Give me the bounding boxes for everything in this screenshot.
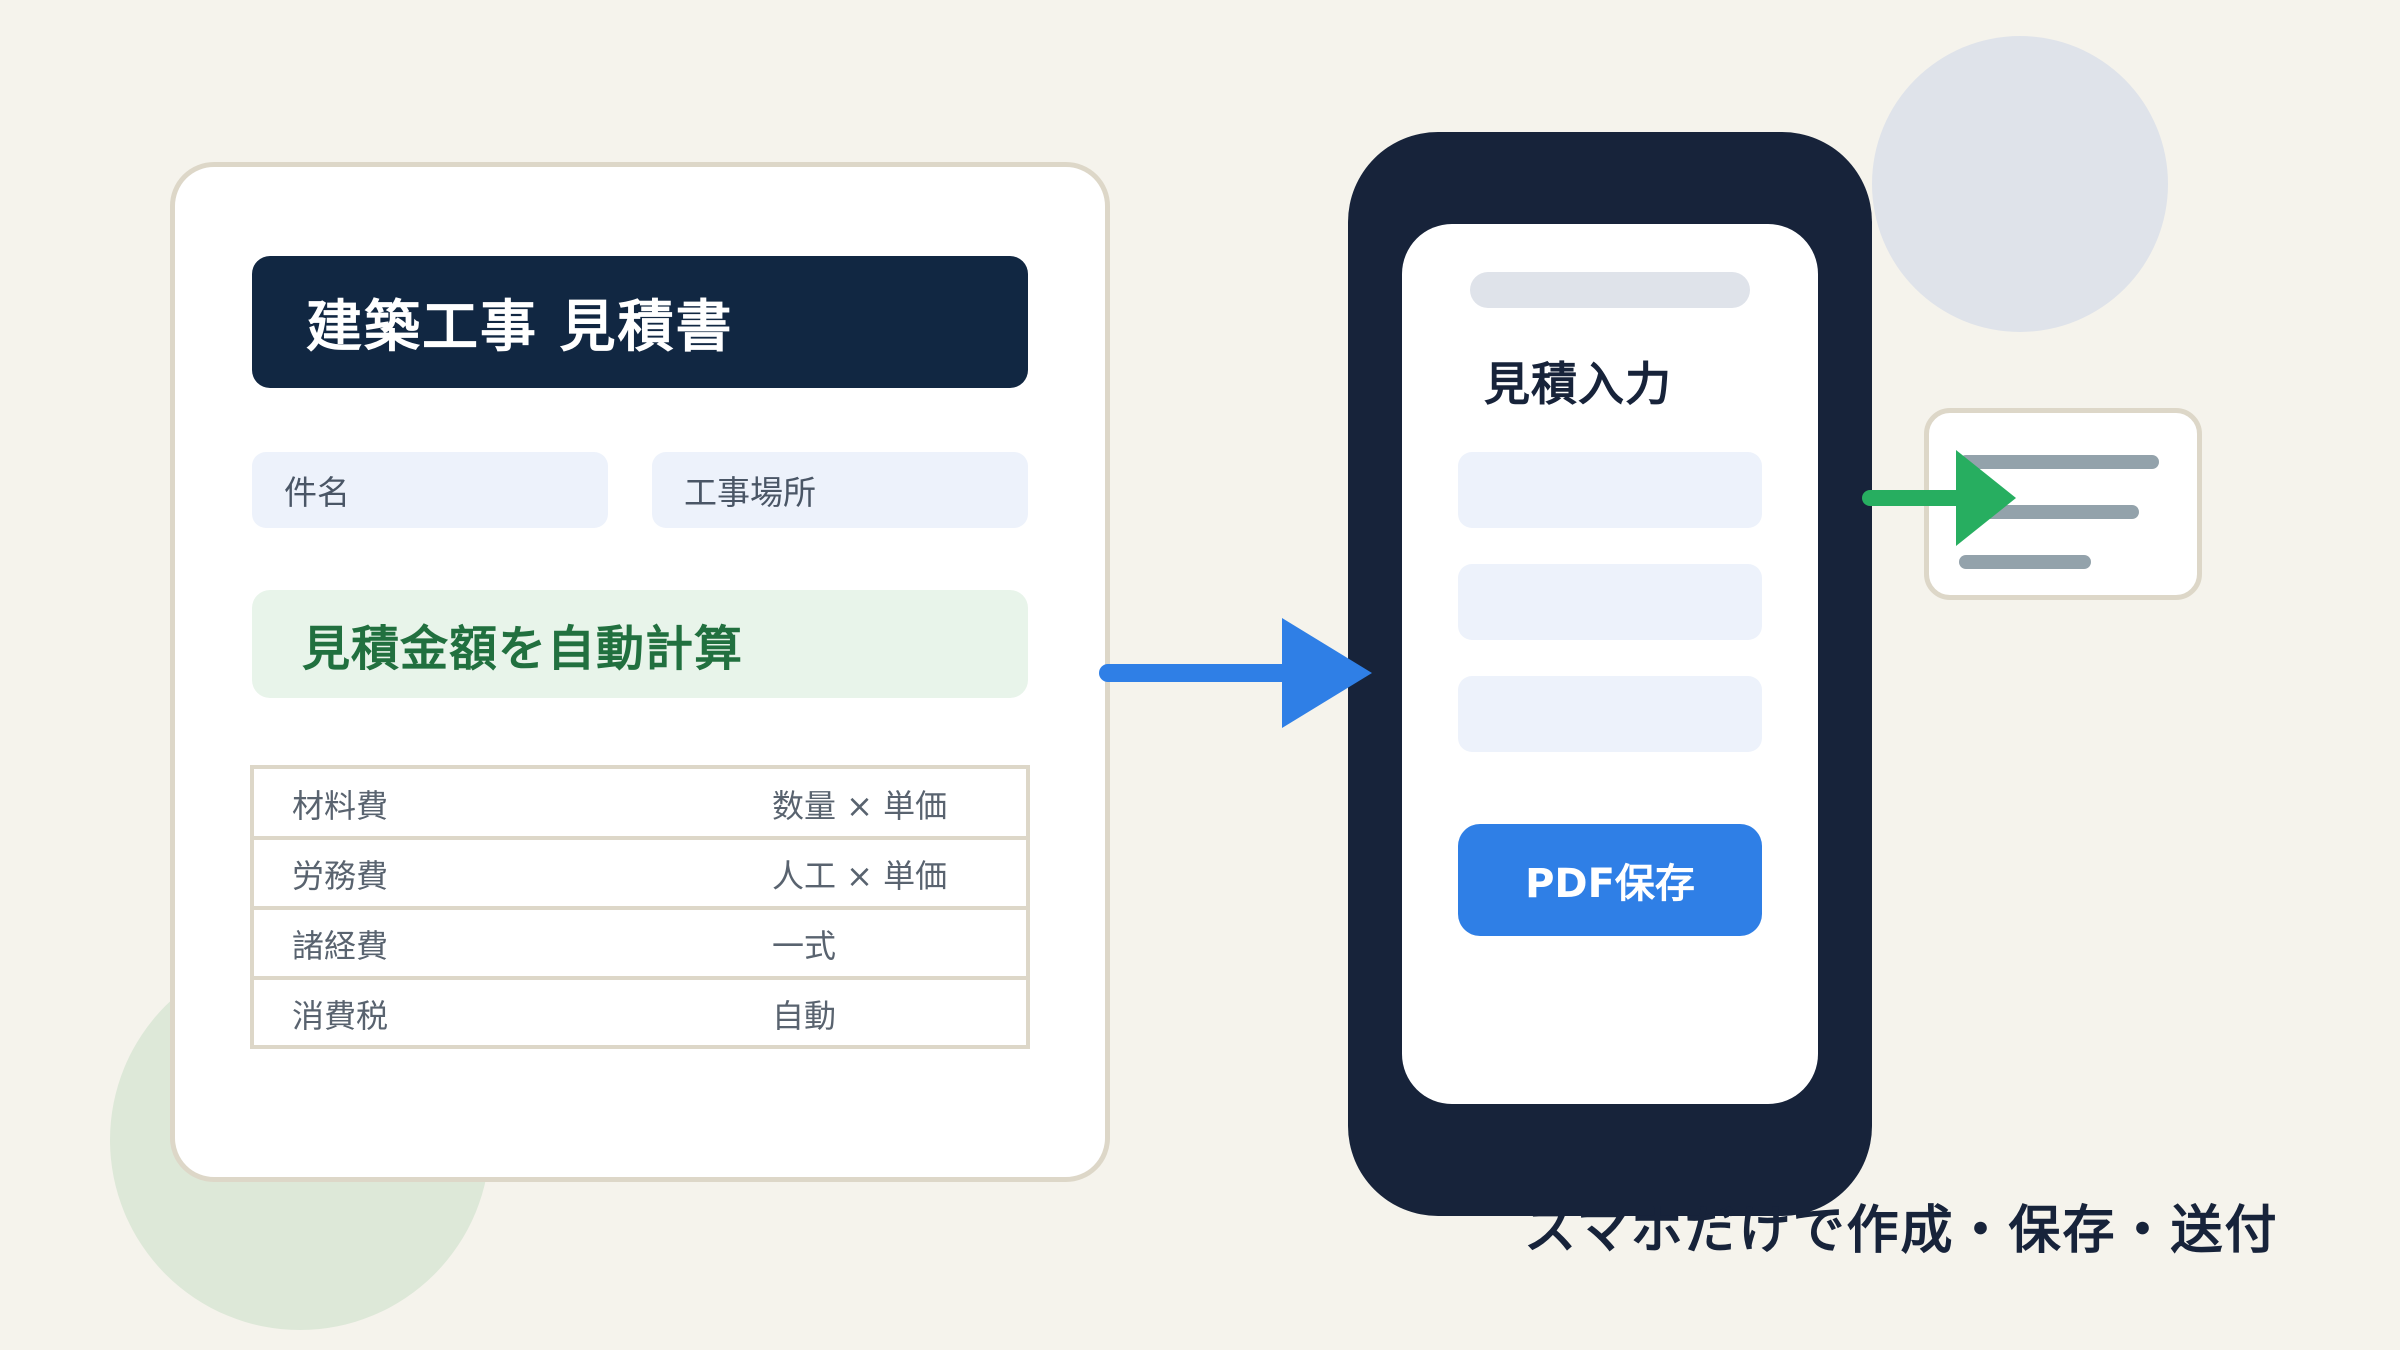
decorative-circle-blue bbox=[1872, 36, 2168, 332]
row-divider bbox=[254, 976, 1026, 980]
document-line bbox=[1959, 555, 2091, 569]
table-row: 諸経費 一式 bbox=[254, 909, 1026, 978]
phone-input-field[interactable] bbox=[1458, 452, 1762, 528]
caption: スマホだけで作成・保存・送付 bbox=[1524, 1201, 2279, 1261]
arrow-right-icon bbox=[1099, 618, 1372, 728]
phone-status-bar bbox=[1470, 272, 1750, 308]
cost-table: 材料費 数量 × 単価 労務費 人工 × 単価 諸経費 一式 消費税 自動 bbox=[250, 765, 1030, 1049]
cost-item-label: 材料費 bbox=[292, 786, 389, 825]
phone-heading: 見積入力 bbox=[1484, 357, 1672, 411]
cost-formula: 一式 bbox=[772, 926, 837, 965]
cost-formula: 自動 bbox=[772, 996, 837, 1035]
cost-formula: 人工 × 単価 bbox=[772, 856, 948, 895]
document-title: 建築工事 見積書 bbox=[252, 256, 1028, 388]
document-line bbox=[1959, 455, 2159, 469]
auto-calc-banner: 見積金額を自動計算 bbox=[252, 590, 1028, 698]
table-row: 消費税 自動 bbox=[254, 979, 1026, 1048]
cost-item-label: 労務費 bbox=[292, 856, 389, 895]
cost-item-label: 消費税 bbox=[292, 996, 389, 1035]
pdf-save-button[interactable]: PDF保存 bbox=[1458, 824, 1762, 936]
table-row: 労務費 人工 × 単価 bbox=[254, 839, 1026, 908]
phone-input-field[interactable] bbox=[1458, 676, 1762, 752]
phone-screen bbox=[1402, 224, 1818, 1104]
row-divider bbox=[254, 906, 1026, 910]
cost-item-label: 諸経費 bbox=[292, 926, 389, 965]
subject-field[interactable]: 件名 bbox=[252, 452, 608, 528]
row-divider bbox=[254, 836, 1026, 840]
document-line bbox=[1959, 505, 2139, 519]
construction-site-field[interactable]: 工事場所 bbox=[652, 452, 1028, 528]
cost-formula: 数量 × 単価 bbox=[772, 786, 948, 825]
document-icon bbox=[1924, 408, 2202, 600]
table-row: 材料費 数量 × 単価 bbox=[254, 769, 1026, 838]
phone-input-field[interactable] bbox=[1458, 564, 1762, 640]
